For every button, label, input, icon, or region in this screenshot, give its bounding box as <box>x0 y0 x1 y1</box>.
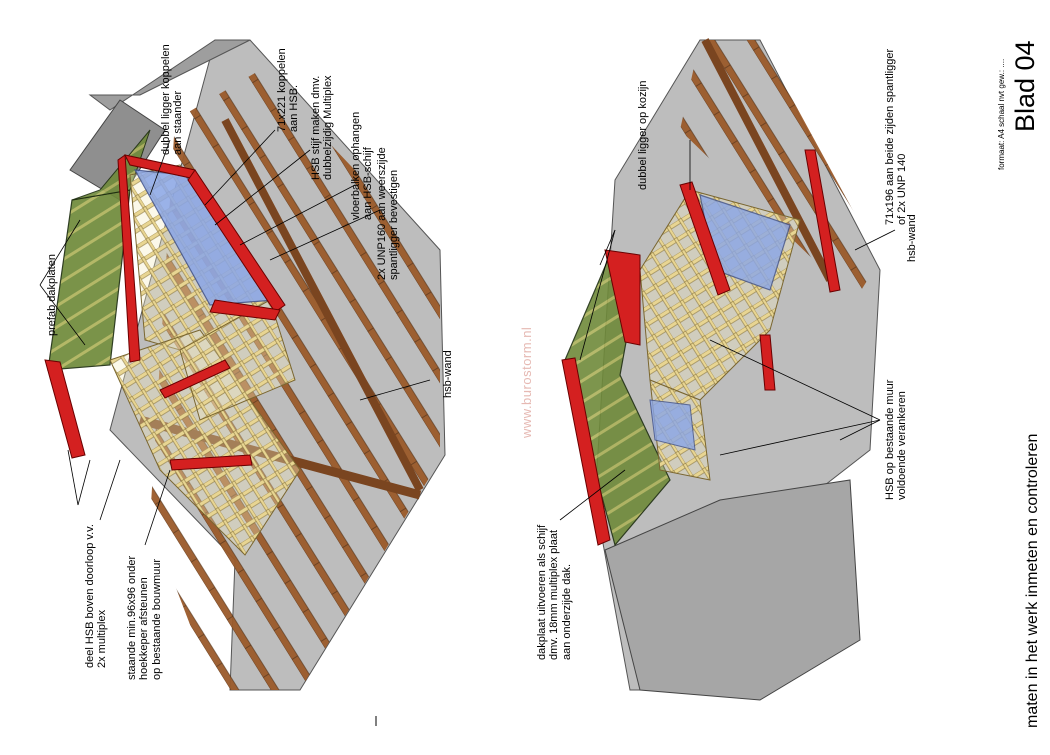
label-hsb-stijf: HSB stijf maken dmv. dubbelzijdig Multip… <box>310 75 335 180</box>
lower-view-drawing <box>559 38 896 701</box>
label-unp160: 2x UNP160 aan weerszijde spantligger bev… <box>376 147 401 280</box>
watermark: www.burostorm.nl <box>519 326 534 438</box>
red-steel-kozijn <box>679 181 731 296</box>
glass-panel-lower-small <box>649 399 696 451</box>
prefab-roof-panel-left <box>47 189 131 371</box>
label-hsb-wand-lower: hsb-wand <box>906 214 918 262</box>
upper-leader-lines <box>39 129 431 546</box>
label-dakplaat: dakplaat uitvoeren als schijf dmv. 18mm … <box>536 524 573 660</box>
label-vloerbalken: vloerbalken ophangen aan HSB-schijf <box>350 111 375 220</box>
format-note: formaat: A4 schaal nvt gew.: .... <box>997 58 1006 170</box>
red-steel-dakligger <box>44 359 86 459</box>
label-deel-hsb: deel HSB boven doorloop v.v. 2x multiple… <box>84 524 109 668</box>
label-dubbel-ligger-staander: dubbel ligger koppelen aan staander <box>160 44 185 155</box>
red-steel-post <box>759 334 776 391</box>
label-prefab-dakplaten: prefab dakplaten <box>46 254 58 336</box>
existing-wall-gray <box>88 39 251 111</box>
label-hsb-wand-upper: hsb-wand <box>442 350 454 398</box>
red-steel-diag <box>159 359 231 399</box>
existing-block-lower <box>604 479 861 701</box>
red-steel-daklligger-lower <box>561 357 611 546</box>
red-steel-mid <box>209 299 281 321</box>
hsb-frame-lower <box>109 329 301 556</box>
red-steel-lower <box>169 454 253 471</box>
label-koppelen-hsb: 71x221 koppelen aan HSB. <box>276 48 301 132</box>
label-unp140: 71x196 aan beide zijden spantligger of 2… <box>884 48 909 225</box>
red-steel-spantligger <box>804 149 841 293</box>
footer-note: maten in het werk inmeten en controleren <box>1024 433 1041 728</box>
label-hsb-verankeren: HSB op bestaande muur voldoende veranker… <box>884 379 909 500</box>
ridge-beam <box>221 118 424 492</box>
upper-view-drawing <box>39 39 446 691</box>
label-staande: staande min.96x96 onder hoekkeper afsteu… <box>126 555 163 680</box>
hsb-frame-middle <box>179 299 296 421</box>
red-steel-left <box>117 154 141 363</box>
lower-leader-lines <box>559 140 896 521</box>
sheet-title: Blad 04 <box>1010 40 1040 132</box>
label-dubbel-ligger-kozijn: dubbel ligger op kozijn <box>637 80 649 190</box>
red-steel-top-lower <box>604 249 641 346</box>
hip-beam-lower <box>701 38 834 282</box>
